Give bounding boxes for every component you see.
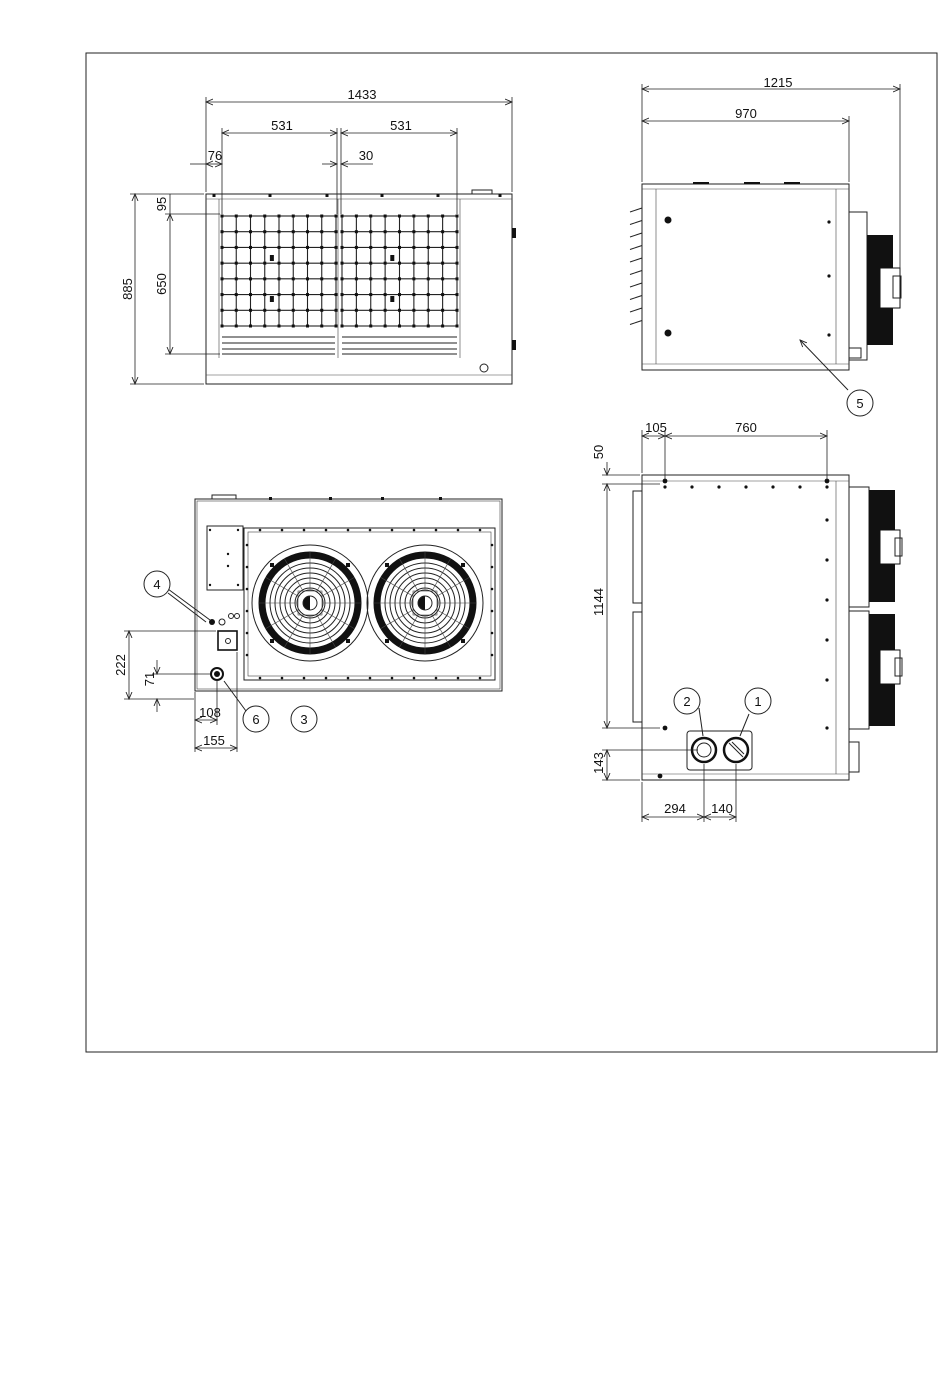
plan-view: 105 760 50 1144 143 294 140 [591, 420, 902, 822]
dim-front-top-offset: 95 [154, 197, 169, 211]
fan-grille-right [341, 215, 459, 328]
fan-right [367, 545, 483, 661]
fan-grille-left [221, 215, 338, 328]
dim-plan-port-height: 143 [591, 752, 606, 774]
side-motor [880, 268, 900, 308]
fan-left [252, 545, 368, 661]
callout-3: 3 [291, 706, 317, 732]
front-top-tab [472, 190, 492, 194]
dim-plan-hole-spacing: 760 [735, 420, 757, 435]
svg-text:3: 3 [300, 712, 307, 727]
side-fan-frame [849, 212, 867, 360]
plan-screws [658, 479, 830, 779]
dim-rear-height-lower: 71 [142, 672, 157, 686]
callout-4: 4 [144, 571, 170, 597]
front-side-bolt [512, 340, 516, 350]
callout-1: 1 [745, 688, 771, 714]
side-bottom-tab [849, 348, 861, 358]
dim-front-total-height: 885 [120, 278, 135, 300]
plan-housing [642, 475, 849, 780]
dim-plan-left-offset: 105 [645, 420, 667, 435]
side-view: 1215 970 [630, 75, 901, 390]
svg-text:4: 4 [153, 577, 160, 592]
dim-front-total-width: 1433 [348, 87, 377, 102]
rear-valve [219, 619, 225, 625]
plan-motor-top [880, 530, 900, 564]
plan-motor-bottom [880, 650, 900, 684]
side-housing [642, 184, 849, 370]
side-bolt [665, 330, 672, 337]
front-housing [206, 194, 512, 384]
dim-plan-top-offset: 50 [591, 445, 606, 459]
rear-control-box [207, 526, 243, 590]
front-side-bolt [512, 228, 516, 238]
callout-5: 5 [847, 390, 873, 416]
dim-plan-port-spacing: 140 [711, 801, 733, 816]
dim-front-fan-width-right: 531 [390, 118, 412, 133]
dim-side-body-width: 970 [735, 106, 757, 121]
dim-side-total-width: 1215 [764, 75, 793, 90]
louvre-right [342, 337, 457, 354]
dim-front-grille-height: 650 [154, 273, 169, 295]
svg-text:5: 5 [856, 396, 863, 411]
front-indicator [480, 364, 488, 372]
plan-left-rail [633, 612, 642, 722]
callout-6: 6 [243, 706, 269, 732]
svg-text:1: 1 [754, 694, 761, 709]
rear-port-square [218, 631, 237, 650]
dim-plan-depth: 1144 [591, 588, 606, 616]
dim-front-fan-width-left: 531 [271, 118, 293, 133]
side-fins [630, 182, 831, 337]
dim-front-left-offset: 76 [208, 148, 222, 163]
rear-fan-panel [244, 528, 495, 680]
louvre-left [222, 337, 335, 354]
dim-plan-port-left: 294 [664, 801, 686, 816]
side-bolt [665, 217, 672, 224]
front-view: 1433 531 531 76 30 885 650 95 [120, 87, 516, 384]
dim-rear-height-upper: 222 [113, 654, 128, 676]
svg-text:2: 2 [683, 694, 690, 709]
svg-text:6: 6 [252, 712, 259, 727]
rear-top-tab [212, 495, 236, 499]
dim-rear-offset-large: 155 [203, 733, 225, 748]
callout-2: 2 [674, 688, 700, 714]
dim-front-gap: 30 [359, 148, 373, 163]
dim-rear-offset-small: 108 [199, 705, 221, 720]
plan-left-rail [633, 491, 642, 603]
